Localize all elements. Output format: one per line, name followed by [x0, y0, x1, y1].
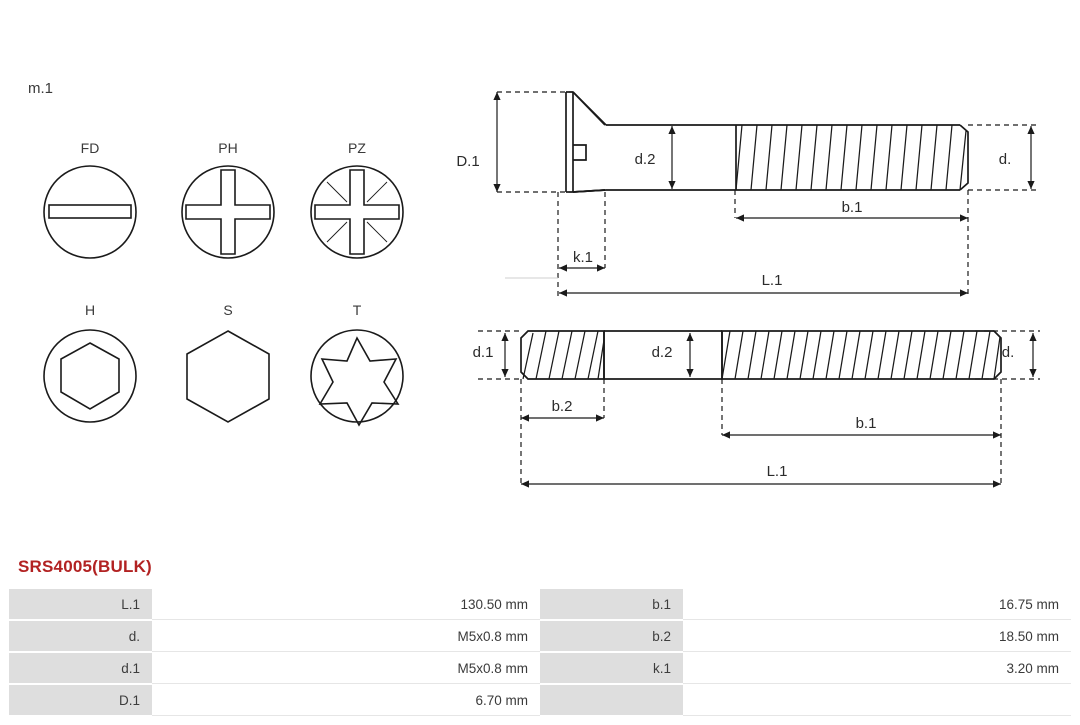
spec-label-b2: b.2	[540, 621, 683, 652]
head-type-gallery: FD PH PZ	[43, 140, 404, 427]
screw-elevation-view: D.1 d.2 d.	[456, 91, 1038, 297]
hex-external-head-icon	[186, 330, 270, 423]
spec-label-empty	[540, 685, 683, 716]
head-type-S: S	[186, 302, 270, 423]
dimension-label-d-stud: d.	[1002, 344, 1015, 361]
dimension-L1-screw: L.1	[559, 272, 968, 297]
head-type-label-t: T	[353, 302, 362, 318]
stud-left-thread-hatching	[522, 330, 605, 380]
spec-label-d1: d.1	[9, 653, 152, 684]
group-label-m1: m.1	[28, 80, 54, 97]
pozidriv-cross-icon	[314, 169, 400, 255]
slotted-head-icon	[43, 165, 137, 259]
head-type-FD: FD	[43, 140, 137, 259]
spec-value-dd1: 6.70 mm	[152, 685, 540, 716]
stud-elevation-view: d.1 d.2 d.	[473, 330, 1040, 488]
dimension-b1-stud: b.1	[722, 415, 1001, 439]
dimension-label-b1-screw: b.1	[842, 199, 863, 216]
table-row: d. M5x0.8 mm b.2 18.50 mm	[9, 621, 1071, 652]
dimension-label-k1: k.1	[573, 249, 593, 266]
dimension-label-b2: b.2	[552, 398, 573, 415]
spec-value-b2: 18.50 mm	[683, 621, 1071, 652]
dimension-label-b1-stud: b.1	[856, 415, 877, 432]
hex-socket-recess-icon	[60, 342, 120, 410]
dimension-d2-stud: d.2	[652, 333, 694, 377]
head-type-H: H	[43, 302, 137, 423]
stud-right-thread-body	[721, 330, 1002, 380]
dimension-label-L1-screw: L.1	[762, 272, 783, 289]
dimension-label-L1-stud: L.1	[767, 463, 788, 480]
dimension-L1-stud: L.1	[521, 463, 1001, 488]
dimension-b1-screw: b.1	[736, 199, 968, 222]
spec-label-l1: L.1	[9, 589, 152, 620]
screw-head-outline	[565, 91, 606, 193]
dimension-b2: b.2	[521, 398, 604, 422]
dimension-k1: k.1	[505, 249, 605, 279]
head-type-T: T	[310, 302, 404, 427]
dimension-label-d-screw: d.	[999, 151, 1012, 168]
screw-countersink-cone	[572, 91, 607, 193]
dimension-D1: D.1	[456, 92, 501, 192]
phillips-cross-icon	[185, 169, 271, 255]
dimension-label-d2-screw: d.2	[635, 151, 656, 168]
head-type-label-ph: PH	[218, 140, 237, 156]
torx-star-recess-icon	[318, 336, 400, 427]
technical-drawing: FD PH PZ	[43, 91, 1040, 488]
spec-label-d: d.	[9, 621, 152, 652]
screw-thread-hatching	[735, 124, 967, 191]
spec-value-empty	[683, 685, 1071, 716]
spec-label-dd1: D.1	[9, 685, 152, 716]
stud-right-thread-hatching	[721, 330, 1001, 380]
drawing-canvas: FD PH PZ	[43, 91, 1040, 488]
table-row: D.1 6.70 mm	[9, 685, 1071, 716]
torx-head-icon	[310, 329, 404, 423]
hex-socket-head-icon	[43, 329, 137, 423]
pozidriv-ribs-icon	[326, 181, 388, 243]
spec-value-k1: 3.20 mm	[683, 653, 1071, 684]
specification-table: L.1 130.50 mm b.1 16.75 mm d. M5x0.8 mm …	[9, 588, 1071, 717]
screw-thread-body	[736, 124, 969, 191]
page-title: SRS4005(BULK)	[18, 557, 152, 576]
slot-groove-icon	[48, 204, 132, 219]
head-type-label-h: H	[85, 302, 95, 318]
dimension-label-D1: D.1	[456, 153, 479, 170]
spec-value-d1: M5x0.8 mm	[152, 653, 540, 684]
head-type-PH: PH	[181, 140, 275, 259]
spec-label-b1: b.1	[540, 589, 683, 620]
screw-shank	[606, 124, 737, 191]
dimension-label-d2-stud: d.2	[652, 344, 673, 361]
spec-value-b1: 16.75 mm	[683, 589, 1071, 620]
dimension-label-d1-stud: d.1	[473, 344, 494, 361]
dimension-d-screw: d.	[999, 126, 1035, 189]
head-type-label-s: S	[223, 302, 232, 318]
head-type-label-fd: FD	[81, 140, 100, 156]
phillips-head-icon	[181, 165, 275, 259]
head-type-label-pz: PZ	[348, 140, 366, 156]
head-type-PZ: PZ	[310, 140, 404, 259]
table-row: L.1 130.50 mm b.1 16.75 mm	[9, 589, 1071, 620]
dimension-d2-screw: d.2	[635, 126, 676, 189]
spec-label-k1: k.1	[540, 653, 683, 684]
dimension-d-stud: d.	[1002, 333, 1037, 377]
spec-value-l1: 130.50 mm	[152, 589, 540, 620]
pozidriv-head-icon	[310, 165, 404, 259]
spec-value-d: M5x0.8 mm	[152, 621, 540, 652]
dimension-d1-stud: d.1	[473, 333, 509, 377]
stud-left-thread-body	[520, 330, 605, 380]
table-row: d.1 M5x0.8 mm k.1 3.20 mm	[9, 653, 1071, 684]
